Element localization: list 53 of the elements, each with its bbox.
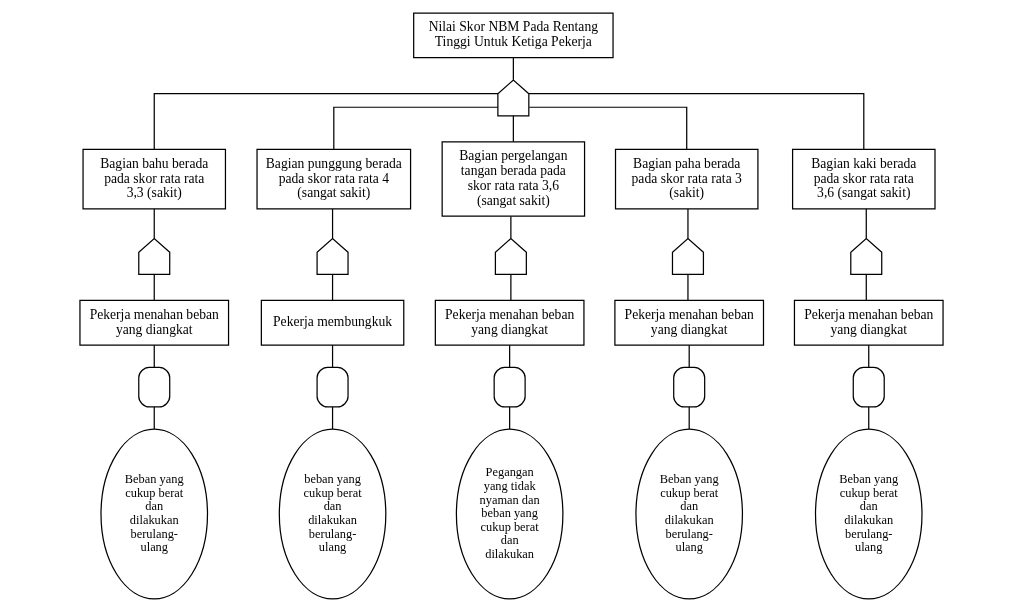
node-box: Pekerja menahan beban yang diangkat (793, 299, 944, 346)
node-box: Bagian pergelangan tangan berada pada skor rata rata 3,6 (sangat sakit) (441, 141, 585, 217)
node-box: Pekerja membungkuk (260, 299, 404, 346)
connector (153, 406, 155, 430)
connector (331, 273, 333, 301)
connector (331, 208, 333, 239)
connector (528, 106, 687, 150)
node-ellipse: Beban yang cukup berat dan dilakukan berulang-ulang (814, 428, 923, 600)
node-box: Bagian kaki berada pada skor rata rata 3,6 (sangat sakit) (791, 148, 936, 210)
node-and-gate (137, 366, 170, 408)
connector (688, 344, 690, 368)
node-box: Bagian punggung berada pada skor rata rata 4 (sangat sakit) (255, 148, 411, 210)
node-or-gate (496, 79, 529, 117)
node-or-gate (849, 237, 882, 275)
connector (332, 106, 498, 150)
node-box: Pekerja menahan beban yang diangkat (613, 299, 764, 346)
node-box: Bagian bahu berada pada skor rata rata 3,3 (sakit) (81, 148, 226, 210)
connector (527, 93, 864, 150)
connector (686, 208, 689, 239)
connector (153, 273, 155, 301)
node-or-gate (315, 237, 349, 275)
connector (508, 406, 510, 430)
connector (331, 406, 333, 430)
node-ellipse: Beban yang cukup berat dan dilakukan berulang-ulang (634, 428, 743, 600)
connector (512, 115, 514, 143)
connector (509, 215, 511, 239)
node-or-gate (137, 237, 170, 275)
node-ellipse: Beban yang cukup berat dan dilakukan berulang-ulang (99, 428, 208, 600)
connector (508, 344, 510, 368)
connector (865, 273, 867, 301)
node-box: Pekerja menahan beban yang diangkat (434, 299, 585, 346)
node-and-gate (852, 366, 885, 408)
connector (865, 208, 867, 239)
connector (867, 406, 869, 430)
connector (512, 57, 514, 81)
node-ellipse: beban yang cukup berat dan dilakukan berulang-ulang (278, 428, 386, 600)
node-or-gate (494, 237, 527, 275)
node-and-gate (672, 366, 705, 408)
connector (331, 344, 333, 368)
connector (688, 406, 690, 430)
node-and-gate (315, 366, 349, 408)
connector (686, 273, 689, 301)
connector (153, 208, 155, 239)
node-and-gate (493, 366, 526, 408)
node-box: Bagian paha berada pada skor rata rata 3 (sakit) (614, 148, 759, 210)
connector (509, 273, 511, 301)
connector (867, 344, 869, 368)
connector (153, 93, 499, 150)
node-box: Nilai Skor NBM Pada Rentang Tinggi Untuk Ketiga Pekerja (412, 12, 614, 59)
connector (153, 344, 155, 368)
node-box: Pekerja menahan beban yang diangkat (78, 299, 229, 346)
node-or-gate (671, 237, 704, 275)
node-ellipse: Pegangan yang tidak nyaman dan beban yang cukup berat dan dilakukan (455, 428, 563, 600)
